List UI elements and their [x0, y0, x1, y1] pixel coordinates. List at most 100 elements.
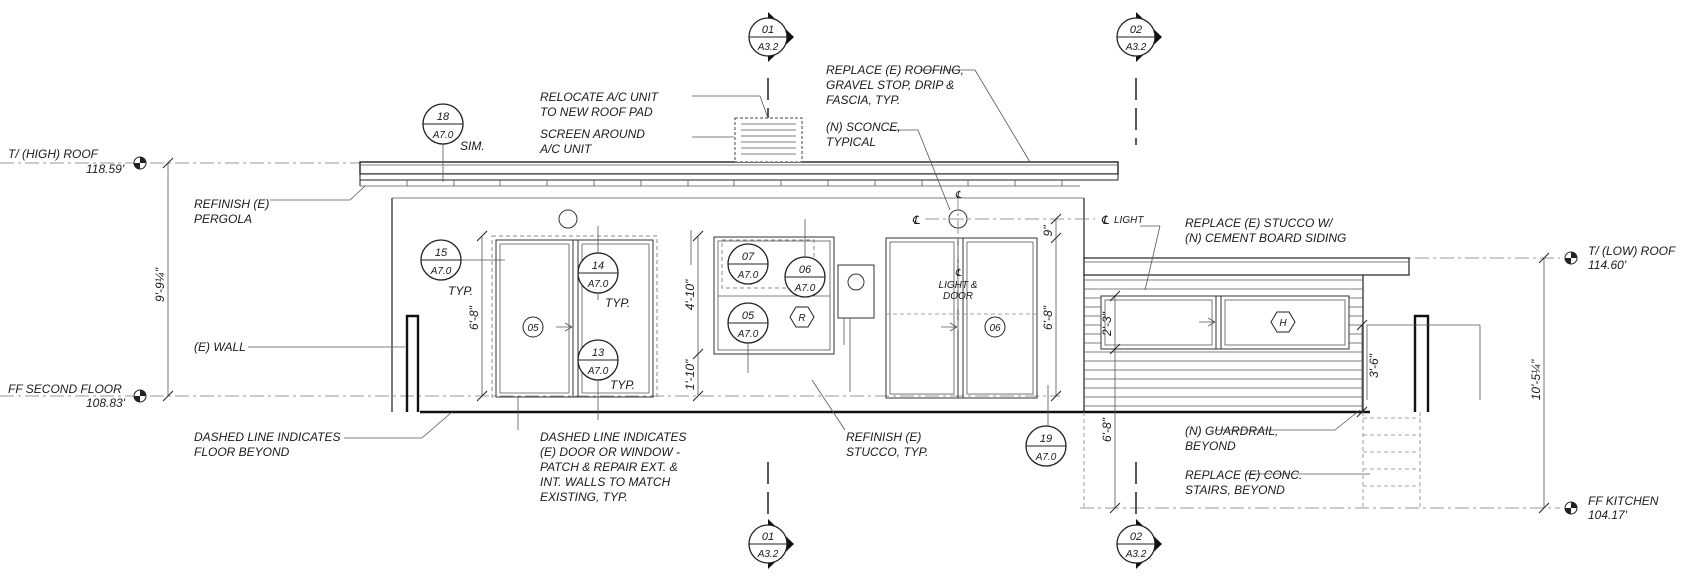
note-dashed-door-1: DASHED LINE INDICATES [540, 430, 686, 444]
svg-text:A7.0: A7.0 [1035, 452, 1057, 463]
door-tag-06 [984, 316, 1006, 338]
section-marker-02-top: 02 A3.2 [1116, 12, 1162, 62]
window-tag-h [1270, 311, 1296, 333]
detail-tag-06: 06 A7.0 [784, 219, 826, 298]
tag-note-typ-13: TYP. [610, 378, 635, 392]
note-sconce-2: TYPICAL [826, 135, 876, 149]
light-door-label-1: LIGHT & [939, 280, 978, 291]
door-tag-05 [522, 316, 544, 338]
detail-tag-19: 19 A7.0 [1025, 385, 1067, 467]
detail-tag-15: 15 A7.0 [420, 239, 505, 281]
svg-text:15: 15 [435, 247, 448, 259]
detail-tag-07: 07 A7.0 [690, 230, 769, 285]
note-relocate-ac-2: TO NEW ROOF PAD [540, 105, 653, 119]
dim-3-6: 3'-6" [1367, 353, 1381, 378]
light-label: LIGHT [1114, 215, 1144, 226]
svg-text:A7.0: A7.0 [587, 279, 609, 290]
section-cut-lines [767, 78, 1137, 515]
note-sconce-1: (N) SCONCE, [826, 120, 901, 134]
note-dashed-door-5: EXISTING, TYP. [540, 490, 628, 504]
note-stucco-siding-1: REPLACE (E) STUCCO W/ [1185, 216, 1334, 230]
note-stairs-2: STAIRS, BEYOND [1185, 483, 1285, 497]
centerline-symbol-top: ℄ [955, 190, 962, 201]
svg-text:19: 19 [1040, 433, 1052, 445]
note-dashed-floor-2: FLOOR BEYOND [194, 445, 290, 459]
level-label-kitchen: FF KITCHEN [1588, 494, 1659, 508]
note-stucco-siding-2: (N) CEMENT BOARD SIDING [1185, 231, 1346, 245]
svg-text:A3.2: A3.2 [1125, 549, 1147, 560]
detail-tag-05: 05 A7.0 [727, 302, 769, 373]
svg-text:14: 14 [592, 260, 604, 272]
dimension-lines [162, 157, 1550, 514]
note-guardrail-1: (N) GUARDRAIL, [1185, 424, 1278, 438]
svg-text:18: 18 [437, 111, 450, 123]
note-stairs-1: REPLACE (E) CONC. [1185, 468, 1302, 482]
dim-4-10: 4'-10" [683, 279, 697, 310]
note-screen-ac-2: A/C UNIT [539, 142, 593, 156]
svg-text:A7.0: A7.0 [430, 266, 452, 277]
note-dashed-door-2: (E) DOOR OR WINDOW - [540, 445, 680, 459]
level-marker-high-roof [133, 156, 147, 170]
svg-text:06: 06 [799, 264, 812, 276]
note-dashed-door-3: PATCH & REPAIR EXT. & [540, 460, 678, 474]
meter-box [837, 264, 875, 392]
note-screen-ac-1: SCREEN AROUND [540, 127, 645, 141]
level-marker-second-floor [133, 389, 147, 403]
note-roofing-3: FASCIA, TYP. [826, 93, 900, 107]
note-refinish-stucco-2: STUCCO, TYP. [846, 445, 928, 459]
window-tag-h-label: H [1279, 318, 1287, 329]
tag-note-typ-15: TYP. [448, 284, 473, 298]
level-label-high-roof: T/ (HIGH) ROOF [8, 147, 99, 161]
stairs-beyond [1362, 412, 1421, 508]
pergola-rafters [406, 180, 1063, 186]
centerline-symbol-right: ℄ [1101, 213, 1109, 227]
note-roofing-2: GRAVEL STOP, DRIP & [826, 78, 954, 92]
guardrail [1366, 324, 1481, 400]
note-dashed-floor-1: DASHED LINE INDICATES [194, 430, 340, 444]
level-elev-low-roof: 114.60' [1588, 258, 1627, 272]
dim-2-3: 2'-3" [1100, 311, 1114, 337]
window-h [1100, 295, 1350, 350]
dim-9-9: 9'-9¼" [153, 267, 167, 302]
note-refinish-stucco-1: REFINISH (E) [846, 430, 921, 444]
level-label-second-floor: FF SECOND FLOOR [8, 382, 122, 396]
tag-note-typ-14: TYP. [605, 296, 630, 310]
existing-wall-left [405, 314, 420, 412]
existing-light-fixture [558, 209, 578, 229]
detail-tag-14: 14 A7.0 [577, 226, 619, 300]
note-dashed-door-4: INT. WALLS TO MATCH [540, 475, 671, 489]
dim-9: 9" [1041, 225, 1055, 237]
section-marker-02-bottom: 02 A3.2 [1116, 519, 1162, 569]
svg-text:02: 02 [1130, 531, 1142, 543]
level-elev-second-floor: 108.83' [86, 396, 126, 410]
level-marker-kitchen [1564, 501, 1578, 515]
level-elev-kitchen: 104.17' [1588, 508, 1628, 522]
light-door-label-2: DOOR [943, 291, 973, 302]
dim-10-5: 10'-5¼" [1529, 359, 1543, 400]
window-tag-r [789, 306, 815, 328]
svg-text:A7.0: A7.0 [737, 270, 759, 281]
note-relocate-ac-1: RELOCATE A/C UNIT [540, 90, 660, 104]
note-pergola-2: PERGOLA [194, 212, 252, 226]
note-roofing-1: REPLACE (E) ROOFING, [826, 63, 964, 77]
level-elev-high-roof: 118.59' [86, 162, 125, 176]
svg-text:02: 02 [1130, 24, 1142, 36]
svg-text:A7.0: A7.0 [587, 366, 609, 377]
leader-lines [248, 69, 1370, 475]
svg-text:A7.0: A7.0 [794, 283, 816, 294]
svg-text:01: 01 [762, 531, 774, 543]
note-e-wall: (E) WALL [194, 340, 246, 354]
detail-tag-18: 18 A7.0 [422, 103, 464, 182]
section-marker-01-top: 01 A3.2 [748, 12, 794, 62]
dim-6-8-wing: 6'-8" [1100, 417, 1114, 442]
detail-tag-13: 13 A7.0 [577, 339, 619, 420]
note-guardrail-2: BEYOND [1185, 439, 1236, 453]
svg-text:A7.0: A7.0 [432, 130, 454, 141]
note-pergola-1: REFINISH (E) [194, 197, 269, 211]
section-marker-01-bottom: 01 A3.2 [748, 519, 794, 569]
centerline-symbol-left: ℄ [912, 213, 920, 227]
main-walls [391, 197, 1085, 412]
svg-text:01: 01 [762, 24, 774, 36]
svg-text:A3.2: A3.2 [757, 549, 779, 560]
